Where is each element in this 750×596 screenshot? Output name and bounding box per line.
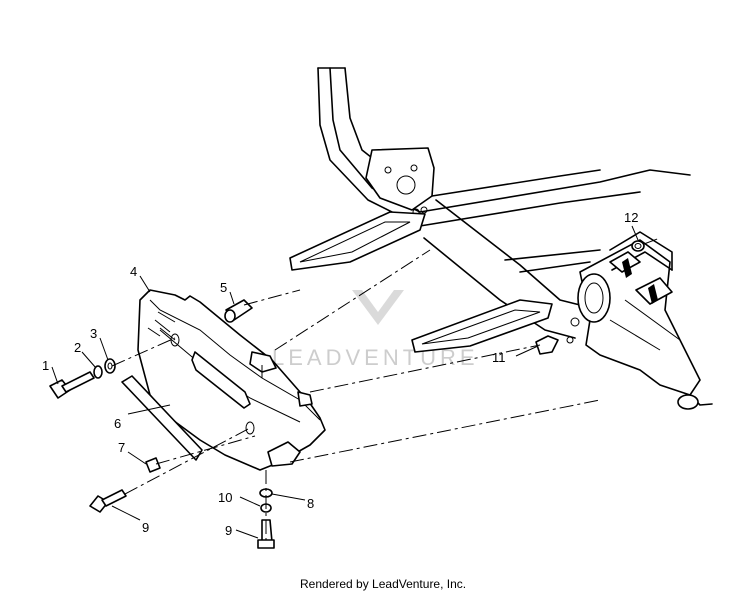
callout-5: 5	[220, 280, 227, 295]
callout-10: 10	[218, 490, 232, 505]
part-7-plug	[145, 457, 161, 473]
callout-2: 2	[74, 340, 81, 355]
credit-text: Rendered by LeadVenture, Inc.	[300, 577, 466, 591]
callout-6: 6	[114, 416, 121, 431]
callout-7: 7	[118, 440, 125, 455]
callout-8: 8	[307, 496, 314, 511]
callout-12: 12	[624, 210, 638, 225]
part-5-spacer	[224, 299, 253, 323]
foot-peg-lower	[411, 299, 553, 353]
part-9-bottom-bolt	[257, 519, 275, 549]
part-1-bolt	[49, 371, 95, 399]
part-6-strip	[121, 375, 203, 461]
callout-9-left: 9	[142, 520, 149, 535]
frame-rear-post	[317, 67, 435, 227]
callout-3: 3	[90, 326, 97, 341]
frame-right-mount	[566, 231, 713, 410]
part-3-washer	[104, 358, 116, 374]
callouts: 1 2 3 4 5 6 7 8 9 9 10 11 12	[42, 210, 638, 538]
part-2-lock-washer	[93, 365, 103, 379]
leader-lines	[51, 225, 639, 539]
part-11-clip	[535, 335, 559, 355]
watermark: LEADVENTURE	[272, 290, 475, 370]
callout-9-bottom: 9	[225, 523, 232, 538]
callout-4: 4	[130, 264, 137, 279]
part-9-long-bolt	[89, 489, 127, 513]
foot-peg-upper	[289, 211, 426, 271]
callout-1: 1	[42, 358, 49, 373]
part-12-nut	[631, 240, 645, 252]
part-4-guard	[137, 289, 326, 471]
callout-11: 11	[492, 350, 506, 365]
assembly-lines	[111, 237, 661, 540]
